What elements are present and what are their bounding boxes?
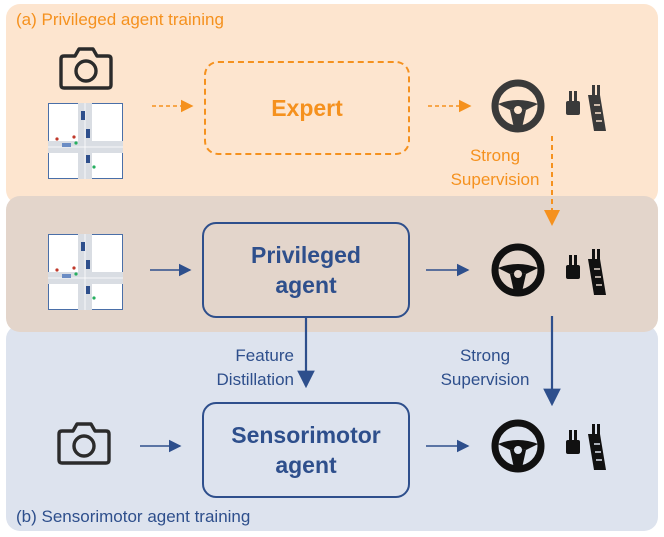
steering-wheel-icon bbox=[491, 79, 545, 133]
steering-wheel-icon bbox=[491, 243, 545, 297]
strong-supervision-orange-label: Strong Supervision bbox=[440, 144, 550, 192]
strong-supervision-orange-line2: Supervision bbox=[450, 170, 540, 189]
feature-distillation-line1: Feature bbox=[235, 346, 294, 365]
sensorimotor-agent-label-line1: Sensorimotor bbox=[231, 422, 381, 448]
panel-a-caption: (a) Privileged agent training bbox=[16, 10, 224, 29]
feature-distillation-label: Feature Distillation bbox=[192, 344, 294, 392]
expert-box: Expert bbox=[204, 61, 410, 155]
steering-wheel-icon bbox=[491, 419, 545, 473]
expert-label: Expert bbox=[271, 95, 343, 121]
camera-icon bbox=[59, 47, 113, 90]
birdseye-map-icon bbox=[48, 234, 123, 310]
birdseye-map-icon bbox=[48, 103, 123, 179]
pedals-icon bbox=[566, 85, 606, 131]
pedals-icon bbox=[566, 424, 606, 470]
feature-distillation-line2: Distillation bbox=[216, 370, 294, 389]
strong-supervision-blue-label: Strong Supervision bbox=[430, 344, 540, 392]
strong-supervision-blue-line1: Strong bbox=[459, 346, 511, 365]
strong-supervision-blue-line2: Supervision bbox=[440, 370, 530, 389]
camera-icon bbox=[57, 422, 111, 465]
sensorimotor-agent-box: Sensorimotor agent bbox=[202, 402, 410, 498]
pedals-icon bbox=[566, 249, 606, 295]
privileged-agent-box: Privileged agent bbox=[202, 222, 410, 318]
privileged-agent-label-line2: agent bbox=[275, 272, 337, 298]
strong-supervision-orange-line1: Strong bbox=[469, 146, 521, 165]
sensorimotor-agent-label-line2: agent bbox=[275, 452, 337, 478]
privileged-agent-label-line1: Privileged bbox=[251, 242, 361, 268]
panel-b-caption: (b) Sensorimotor agent training bbox=[16, 507, 251, 526]
